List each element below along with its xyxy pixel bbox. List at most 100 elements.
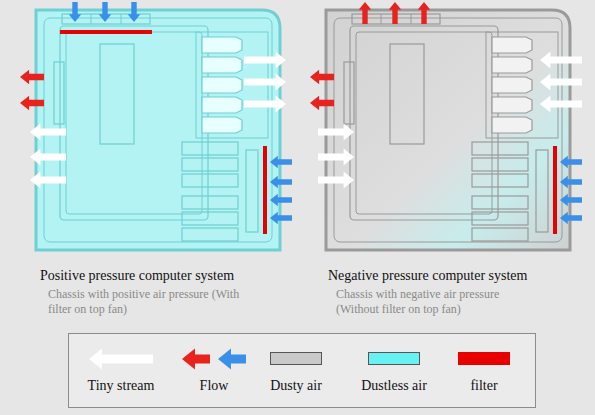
motherboard [350, 26, 498, 220]
tiny-stream-arrow [30, 172, 66, 189]
tiny-stream-arrow [244, 96, 286, 113]
inflow-arrow [270, 176, 292, 189]
legend-item: Flow [164, 344, 264, 394]
tiny-stream-arrow [540, 74, 582, 91]
front-filter [263, 146, 267, 234]
hdd-bay [182, 212, 238, 225]
top-fan-divider [381, 14, 382, 24]
tiny-stream-arrow [318, 124, 354, 141]
legend-item: Dustless air [344, 344, 444, 394]
exhaust-arrow [310, 70, 334, 85]
inflow-arrow [270, 194, 292, 207]
panel-title: Negative pressure computer system [328, 268, 527, 284]
top-fan-divider [91, 14, 92, 24]
drive-bay [492, 97, 532, 113]
drive-bay [492, 117, 532, 133]
hdd-bay [472, 158, 528, 171]
panel-caption: Chassis with negative air pressure (With… [336, 287, 531, 317]
legend-sample [434, 344, 534, 374]
hdd-bay [182, 228, 238, 241]
tiny-stream-arrow [244, 74, 286, 91]
legend-item: Tiny stream [71, 344, 171, 394]
expansion-card [100, 44, 134, 144]
panel-title: Positive pressure computer system [40, 268, 234, 284]
legend-arrow-sample [164, 344, 264, 374]
inflow-arrow [128, 2, 141, 22]
drive-bay [492, 37, 532, 53]
hdd-bay [182, 174, 238, 187]
tiny-stream-arrow [318, 172, 354, 189]
outflow-arrow [389, 2, 402, 24]
inflow-arrow [99, 2, 112, 22]
hdd-bay [472, 228, 528, 241]
drive-bay [202, 97, 242, 113]
legend-sample [246, 344, 346, 374]
negative-chassis [310, 2, 582, 250]
legend-item: filter [434, 344, 534, 394]
panel-caption: Chassis with positive air pressure (With… [48, 287, 243, 317]
flow-arrow [182, 349, 210, 370]
hdd-bay [472, 142, 528, 155]
hdd-bay [472, 196, 528, 209]
front-fan [536, 150, 548, 232]
legend-swatch [270, 352, 322, 365]
tiny-stream-arrow [89, 349, 153, 370]
front-fan [246, 150, 258, 232]
inflow-arrow [560, 194, 582, 207]
legend-sample [71, 344, 171, 374]
front-filter [553, 146, 557, 234]
legend-text: filter [434, 378, 534, 394]
legend-text: Dusty air [246, 378, 346, 394]
legend-swatch [368, 352, 420, 365]
exhaust-arrow [20, 96, 44, 111]
legend-text: Tiny stream [71, 378, 171, 394]
tiny-stream-arrow [540, 96, 582, 113]
drive-bay [202, 117, 242, 133]
top-fan-divider [121, 14, 122, 24]
motherboard [60, 26, 208, 220]
expansion-card [390, 44, 424, 144]
inflow-arrow [560, 156, 582, 169]
inflow-arrow [270, 212, 292, 225]
positive-chassis [20, 2, 292, 250]
legend-sample [344, 344, 444, 374]
exhaust-arrow [310, 96, 334, 111]
legend-box: Tiny streamFlowDusty airDustless airfilt… [68, 333, 536, 408]
tiny-stream-arrow [540, 52, 582, 69]
tiny-stream-arrow [30, 124, 66, 141]
flow-arrow [218, 349, 246, 370]
drive-bay [202, 37, 242, 53]
rear-io [54, 62, 64, 124]
outflow-arrow [359, 2, 372, 24]
chassis-outline [36, 10, 280, 250]
inflow-arrow [69, 2, 82, 22]
legend-text: Dustless air [344, 378, 444, 394]
tiny-stream-arrow [244, 52, 286, 69]
hdd-bay [182, 158, 238, 171]
outflow-arrow [418, 2, 431, 24]
tiny-stream-arrow [30, 149, 66, 166]
drive-bay [202, 57, 242, 73]
drive-bay [492, 57, 532, 73]
inner-frame [44, 18, 272, 242]
tiny-stream-arrow [318, 149, 354, 166]
inflow-arrow [270, 156, 292, 169]
inflow-arrow [560, 212, 582, 225]
chassis-outline [326, 10, 570, 250]
drive-bay [492, 77, 532, 93]
inflow-arrow [560, 176, 582, 189]
rear-io [344, 62, 354, 124]
hdd-bay [472, 174, 528, 187]
legend-text: Flow [164, 378, 264, 394]
legend-item: Dusty air [246, 344, 346, 394]
hdd-bay [472, 212, 528, 225]
legend-swatch [458, 352, 510, 365]
hdd-bay [182, 196, 238, 209]
drive-bay [202, 77, 242, 93]
hdd-bay [182, 142, 238, 155]
exhaust-arrow [20, 70, 44, 85]
top-fan-divider [411, 14, 412, 24]
legend-arrow-sample [71, 344, 171, 374]
legend-sample [164, 344, 264, 374]
inner-frame [334, 18, 562, 242]
